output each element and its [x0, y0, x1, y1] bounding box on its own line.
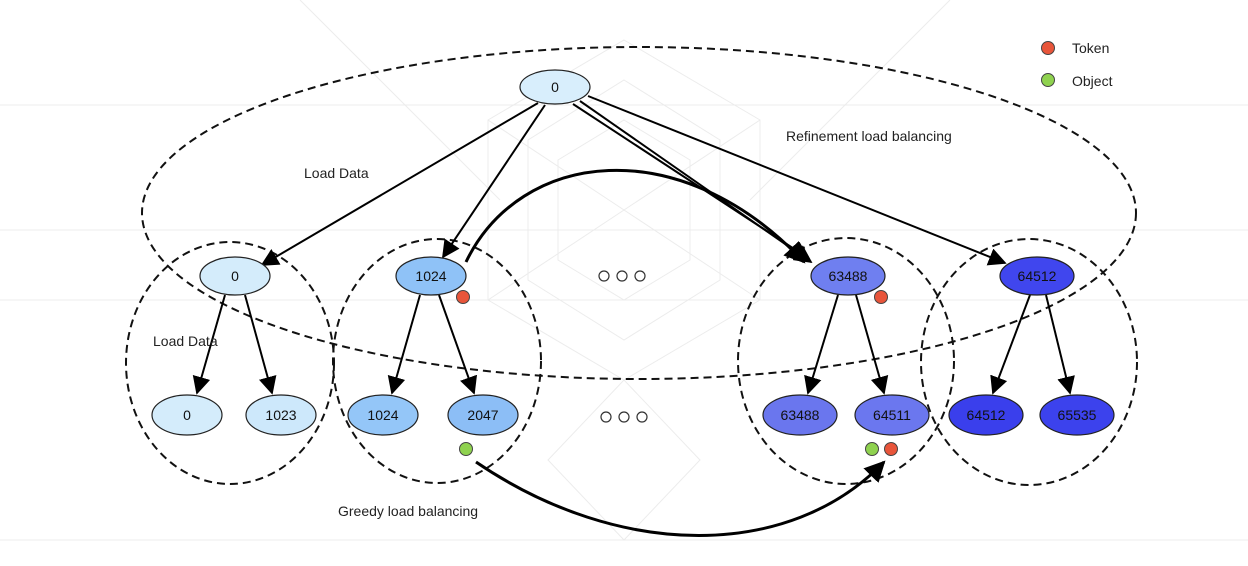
node-leaf-64512-label: 64512: [967, 407, 1006, 423]
node-leaf-0: [151, 394, 223, 436]
ellipsis-icon-level2: [600, 411, 648, 423]
edge-64512-to-64512: [990, 294, 1031, 395]
edge-63488-to-63488: [804, 294, 839, 395]
node-l1-63488: [810, 256, 886, 296]
node-leaf-63488-label: 63488: [781, 407, 820, 423]
token-marker-64511: [884, 442, 898, 456]
node-l1-63488-label: 63488: [829, 268, 868, 284]
node-leaf-1023: [245, 394, 317, 436]
token-marker-1024: [456, 290, 470, 304]
load-data-label-left: Load Data: [153, 333, 218, 349]
node-l1-0-label: 0: [231, 268, 239, 284]
greedy-label: Greedy load balancing: [338, 503, 478, 519]
node-leaf-2047-label: 2047: [467, 407, 498, 423]
node-leaf-65535-label: 65535: [1058, 407, 1097, 423]
legend-object-label: Object: [1072, 73, 1113, 89]
node-l1-64512: [999, 256, 1075, 296]
node-leaf-64511-label: 64511: [873, 407, 911, 423]
node-l1-64512-label: 64512: [1018, 268, 1057, 284]
node-l1-1024: [395, 256, 467, 296]
edge-root-to-64512: [587, 95, 1007, 266]
edge-63488-to-64511: [855, 294, 889, 395]
object-marker-64511: [865, 442, 879, 456]
node-leaf-1024: [347, 394, 419, 436]
edge-1024-to-1024: [387, 294, 421, 395]
node-leaf-0-label: 0: [183, 407, 191, 423]
group-outline-1024: [332, 238, 542, 484]
greedy-migration-arc: [475, 460, 886, 537]
refinement-label: Refinement load balancing: [786, 128, 952, 144]
object-marker-2047: [459, 442, 473, 456]
node-l1-0: [199, 256, 271, 296]
refinement-migration-arc: [464, 169, 806, 264]
legend-token-label: Token: [1072, 40, 1109, 56]
node-root: [519, 69, 591, 105]
node-leaf-65535: [1039, 394, 1115, 436]
edge-0-to-1023: [244, 294, 277, 395]
edge-1024-to-2047: [438, 294, 478, 395]
node-leaf-64511: [854, 394, 930, 436]
edge-root-to-1024: [441, 104, 546, 259]
node-leaf-1023-label: 1023: [265, 407, 296, 423]
node-leaf-64512: [948, 394, 1024, 436]
edge-64512-to-65535: [1045, 294, 1075, 395]
node-leaf-63488: [762, 394, 838, 436]
node-leaf-1024-label: 1024: [367, 407, 398, 423]
edge-0-to-0: [192, 294, 226, 395]
edge-root-to-63488-b: [579, 100, 813, 264]
node-leaf-2047: [447, 394, 519, 436]
legend-token-icon: [1041, 41, 1055, 55]
legend: Token Object: [1041, 40, 1113, 89]
legend-object-icon: [1041, 73, 1055, 87]
refinement-group-outline: [141, 46, 1137, 380]
edge-root-to-0: [260, 102, 539, 266]
node-root-label: 0: [551, 79, 559, 95]
group-outline-64512: [920, 238, 1138, 486]
node-l1-1024-label: 1024: [415, 268, 446, 284]
group-outline-63488: [737, 237, 955, 485]
token-marker-63488: [874, 290, 888, 304]
background-watermark: [0, 0, 1248, 541]
ellipsis-icon-level1: [598, 270, 646, 282]
load-data-label-top: Load Data: [304, 165, 369, 181]
